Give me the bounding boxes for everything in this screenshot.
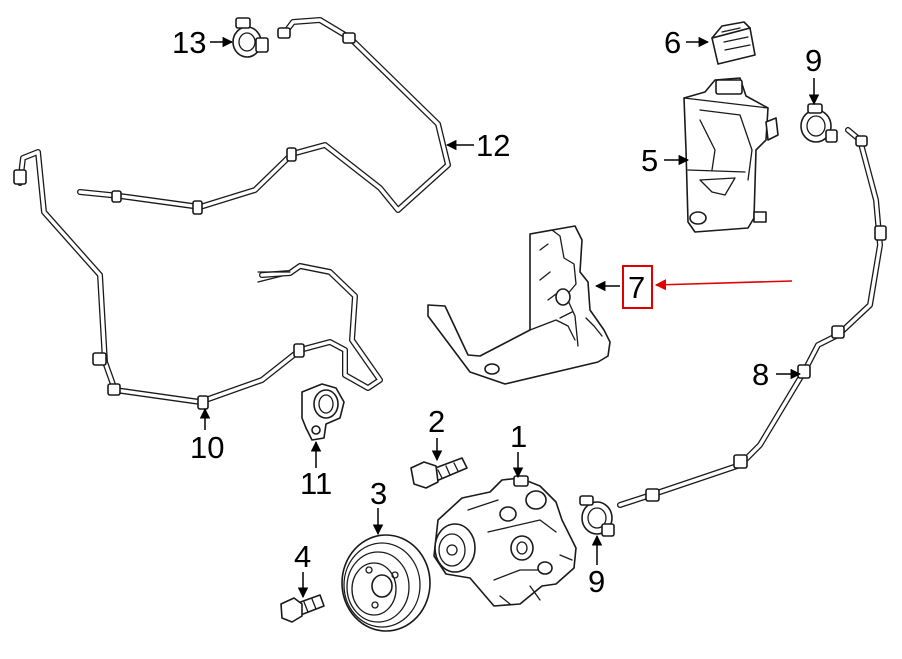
callout-13: 13 xyxy=(172,25,206,60)
hose-10 xyxy=(13,149,383,410)
highlight-box xyxy=(622,265,653,309)
callout-9-upper: 9 xyxy=(805,43,822,78)
fluid-reservoir-5 xyxy=(683,77,779,233)
bolt-4 xyxy=(280,594,325,623)
hose-12 xyxy=(77,17,451,215)
callout-4: 4 xyxy=(294,539,311,574)
callout-10: 10 xyxy=(190,430,224,465)
callout-6: 6 xyxy=(664,25,681,60)
callout-2: 2 xyxy=(428,404,445,439)
bolt-2 xyxy=(410,457,468,489)
callout-labels: 13 6 9 12 5 7 8 10 2 1 11 3 4 9 xyxy=(172,25,822,599)
callout-9-lower: 9 xyxy=(588,564,605,599)
callout-7: 7 xyxy=(628,270,645,305)
callout-11: 11 xyxy=(300,466,332,501)
clamp-13 xyxy=(232,17,269,58)
clip-11 xyxy=(301,383,345,441)
callout-1: 1 xyxy=(510,419,527,454)
callout-3: 3 xyxy=(370,476,387,511)
reservoir-cap-6 xyxy=(711,21,756,65)
highlight-arrow xyxy=(654,279,793,291)
clamp-9-lower xyxy=(579,495,615,537)
callout-8: 8 xyxy=(752,357,769,392)
pump-1 xyxy=(433,475,577,607)
leader-lines xyxy=(199,36,820,599)
bracket-7 xyxy=(427,225,611,385)
callout-5: 5 xyxy=(641,143,658,178)
pulley-3 xyxy=(341,534,431,632)
highlight-callout-7 xyxy=(622,265,793,309)
hose-8 xyxy=(617,127,887,508)
clamp-9-upper xyxy=(800,103,838,143)
callout-12: 12 xyxy=(476,128,510,163)
